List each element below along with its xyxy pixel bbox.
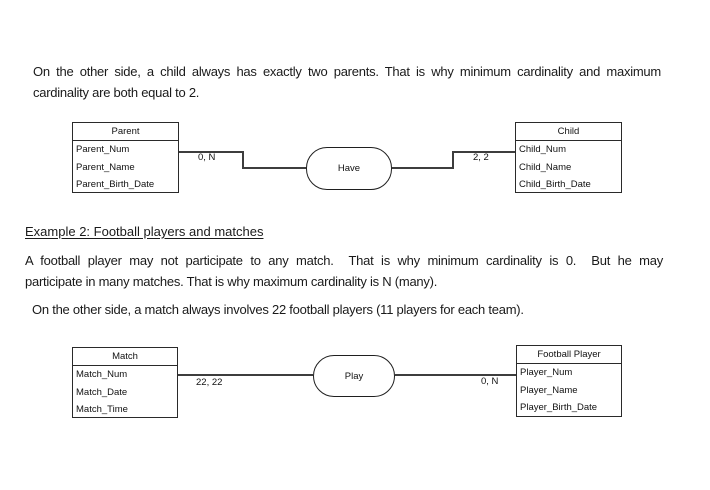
paragraph-2-line-2: participate in many matches. That is why…	[25, 274, 438, 289]
diagram1-connector-left-elbow	[242, 151, 244, 169]
entity-attribute: Player_Name	[520, 384, 578, 396]
diagram2-connector-right-segment	[395, 374, 517, 376]
paragraph-1: On the other side, a child always has ex…	[33, 61, 661, 103]
entity-attribute: Player_Birth_Date	[520, 402, 598, 414]
diagram1-connector-right-segment2	[452, 151, 515, 153]
entity-attribute: Player_Num	[520, 367, 573, 379]
example2-heading: Example 2: Football players and matches	[25, 224, 264, 239]
paragraph-2-line-1: A football player may not participate to…	[25, 253, 663, 268]
entity-attribute: Match_Time	[76, 404, 128, 416]
entity-child: Child Child_Num Child_Name Child_Birth_D…	[515, 122, 622, 193]
entity-attribute: Child_Name	[519, 161, 572, 173]
relationship-play: Play	[313, 355, 395, 397]
entity-attribute: Parent_Num	[76, 144, 130, 156]
diagram2-connector-left-segment	[178, 374, 313, 376]
entity-child-title: Child	[516, 123, 621, 141]
diagram2-left-cardinality: 22, 22	[196, 377, 223, 388]
entity-attribute: Parent_Birth_Date	[76, 179, 155, 191]
diagram1-left-cardinality: 0, N	[198, 152, 216, 163]
entity-attribute: Child_Birth_Date	[519, 179, 591, 191]
relationship-have: Have	[306, 147, 392, 190]
entity-parent: Parent Parent_Num Parent_Name Parent_Bir…	[72, 122, 179, 193]
entity-parent-title: Parent	[73, 123, 178, 141]
entity-attribute: Match_Date	[76, 386, 128, 398]
paragraph-2: A football player may not participate to…	[25, 250, 663, 292]
entity-football-player: Football Player Player_Num Player_Name P…	[516, 345, 622, 417]
diagram1-connector-left-segment2	[242, 167, 306, 169]
entity-match-title: Match	[73, 348, 177, 366]
entity-attribute: Child_Num	[519, 144, 566, 156]
entity-football-player-title: Football Player	[517, 346, 621, 364]
paragraph-3: On the other side, a match always involv…	[32, 299, 672, 320]
paragraph-1-line-2: cardinality are both equal to 2.	[33, 85, 200, 100]
entity-attribute: Match_Num	[76, 369, 128, 381]
diagram1-right-cardinality: 2, 2	[473, 152, 489, 163]
diagram2-right-cardinality: 0, N	[481, 376, 499, 387]
entity-match: Match Match_Num Match_Date Match_Time	[72, 347, 178, 418]
paragraph-3-line-1: On the other side, a match always involv…	[32, 302, 524, 317]
diagram1-connector-right-segment	[392, 167, 454, 169]
paragraph-1-line-1: On the other side, a child always has ex…	[33, 64, 661, 79]
diagram1-connector-left-segment	[179, 151, 244, 153]
diagram1-connector-right-elbow	[452, 151, 454, 169]
entity-attribute: Parent_Name	[76, 161, 135, 173]
